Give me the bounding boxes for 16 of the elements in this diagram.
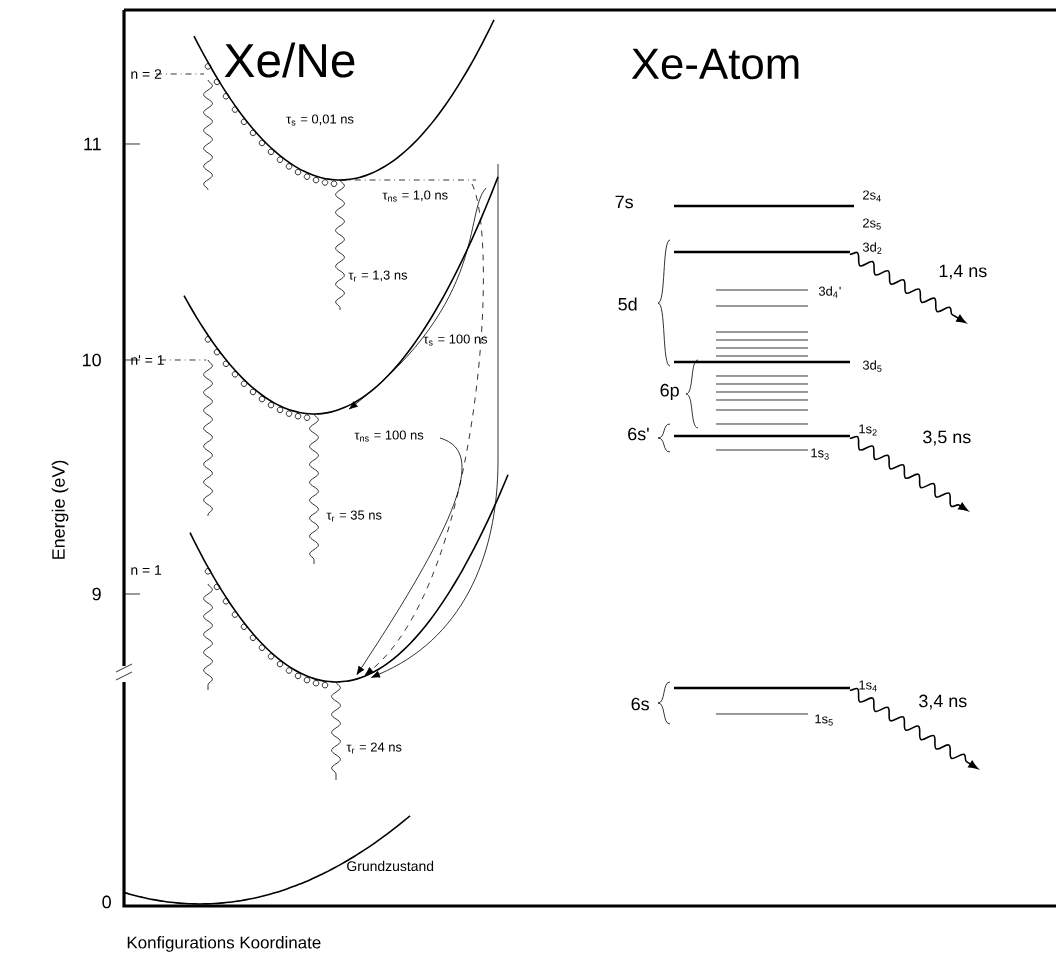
tick-label: 9 xyxy=(92,587,101,601)
lifetime-label: 3,4 ns xyxy=(919,694,967,710)
tick-label: 11 xyxy=(84,137,101,151)
axis-label: Konfigurations Koordinate xyxy=(127,936,321,952)
lifetime-label: 1,4 ns xyxy=(939,264,987,280)
panel-title: Xe/Ne xyxy=(224,42,355,78)
lifetime-label: 3,5 ns xyxy=(923,430,971,446)
level-label: 6s' xyxy=(628,427,649,441)
level-label: 7s xyxy=(615,195,633,209)
tick-label: 10 xyxy=(83,353,101,367)
level-label: 6s xyxy=(631,697,649,711)
level-label: 6p xyxy=(660,383,679,401)
panel-title: Xe-Atom xyxy=(631,48,799,80)
tick-label: 0 xyxy=(102,895,111,909)
axis-label: Energie (eV) xyxy=(51,460,69,559)
level-label: 5d xyxy=(618,297,637,311)
